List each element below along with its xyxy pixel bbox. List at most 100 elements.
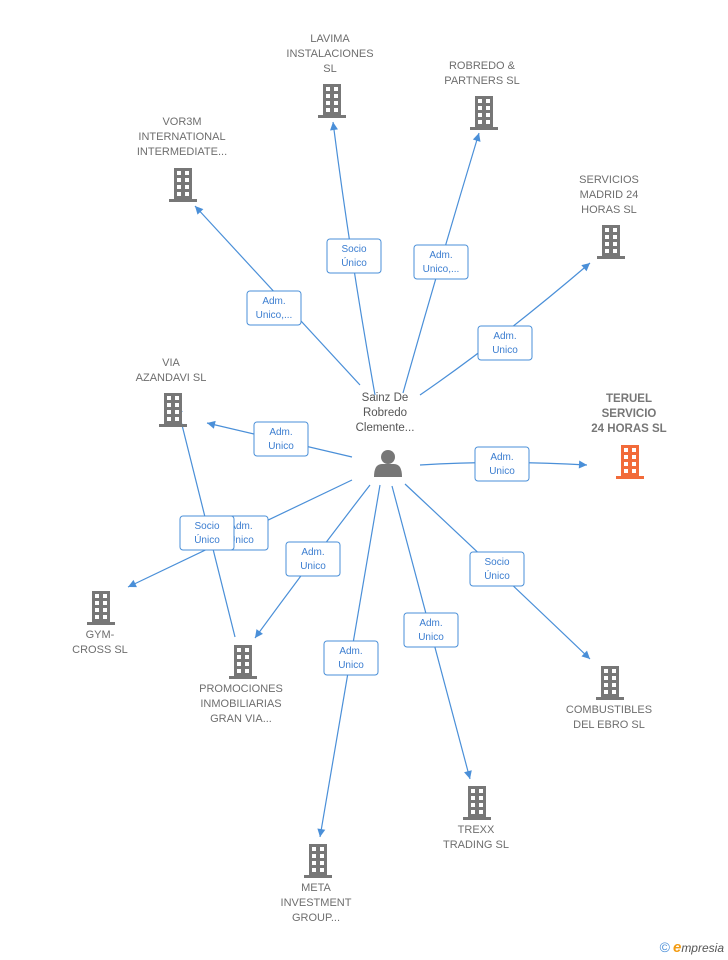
company-name-line: PARTNERS SL: [444, 75, 519, 87]
edge-arrow-teruel: [578, 460, 587, 469]
building-icon: [318, 84, 346, 118]
company-name-line: TERUEL: [606, 393, 652, 405]
company-name-line: ROBREDO &: [449, 60, 516, 72]
company-node-servicios[interactable]: SERVICIOS MADRID 24 HORAS SL: [579, 174, 639, 259]
edge-label-meta[interactable]: Adm. Unico: [323, 640, 379, 676]
person-name-line: Clemente...: [356, 422, 415, 434]
person-node-center[interactable]: Sainz De RobredoClemente...: [356, 392, 415, 477]
edge-label-teruel[interactable]: Adm. Unico: [474, 446, 530, 482]
edge-label-box: [474, 446, 530, 482]
edge-label-text: Socio: [194, 521, 219, 532]
company-name-line: LAVIMA: [310, 33, 350, 45]
building-icon: [229, 645, 257, 679]
person-name-line: Sainz De: [362, 392, 409, 404]
edge-arrow-via: [207, 420, 216, 429]
edge-arrow-meta: [317, 828, 326, 837]
edge-label-box: [323, 640, 379, 676]
company-name-line: 24 HORAS SL: [591, 423, 666, 435]
company-name-line: SERVICIO: [602, 408, 657, 420]
company-name-line: SERVICIOS: [579, 174, 639, 186]
edge-label-servicios[interactable]: Adm.Unico: [477, 325, 533, 361]
edge-label-text: Unico: [300, 561, 326, 572]
edge-label-text: Unico: [228, 535, 254, 546]
edge-label-box: [246, 290, 302, 326]
building-icon: [596, 666, 624, 700]
person-name-line: Robredo: [363, 407, 407, 419]
company-node-via[interactable]: VIA AZANDAVI SL: [136, 357, 207, 427]
edge-label-trexx[interactable]: Adm.Unico: [403, 612, 459, 648]
edge-arrow-promociones: [255, 629, 263, 638]
company-name-line: TREXX: [458, 824, 495, 836]
company-node-meta[interactable]: META INVESTMENT GROUP...: [281, 844, 352, 924]
edge-arrow-combustibles: [581, 650, 590, 659]
edge-label-text: Único: [484, 569, 510, 582]
edge-label-text: Socio: [341, 244, 366, 255]
company-name-line: INSTALACIONES: [286, 48, 373, 60]
company-name-line: VIA: [162, 357, 180, 369]
edge-label-text: Adm.: [269, 427, 292, 438]
company-name-line: SL: [323, 63, 336, 75]
company-name-line: META: [301, 882, 331, 894]
company-name-line: MADRID 24: [580, 189, 639, 201]
brand-logo-text: mpresia: [681, 941, 724, 955]
building-icon: [159, 393, 187, 427]
company-node-trexx[interactable]: TREXX TRADING SL: [443, 786, 509, 851]
company-name-line: CROSS SL: [72, 644, 128, 656]
company-name-line: GROUP...: [292, 912, 340, 924]
company-name-line: GYM-: [86, 629, 115, 641]
edge-arrow-vor3m: [195, 206, 204, 215]
company-node-robredo[interactable]: ROBREDO & PARTNERS SL: [444, 60, 520, 130]
copyright-icon: ©: [659, 939, 670, 955]
edge-arrow-servicios: [581, 263, 590, 272]
edge-label-robredo[interactable]: Adm.Unico,...: [413, 244, 469, 280]
building-icon: [463, 786, 491, 820]
edge-label-promociones[interactable]: Adm. Unico: [285, 541, 341, 577]
edge-label-text: Adm.: [429, 250, 452, 261]
company-name-line: AZANDAVI SL: [136, 372, 207, 384]
edge-arrow-robredo: [472, 133, 481, 142]
brand-logo-initial: e: [672, 939, 682, 956]
edge-label-text: Unico: [489, 466, 515, 477]
edge-label-box: [469, 551, 525, 587]
edge-label-box: [477, 325, 533, 361]
building-icon: [304, 844, 332, 878]
edge-label-vor3m[interactable]: Adm.Unico,...: [246, 290, 302, 326]
building-icon: [597, 225, 625, 259]
company-name-line: COMBUSTIBLES: [566, 704, 652, 716]
company-name-line: INMOBILIARIAS: [200, 698, 281, 710]
company-name-line: INTERMEDIATE...: [137, 146, 227, 158]
company-name-line: HORAS SL: [581, 204, 637, 216]
company-node-vor3m[interactable]: VOR3MINTERNATIONALINTERMEDIATE...: [137, 116, 227, 202]
edge-label-text: Adm.: [339, 646, 362, 657]
footer-brand[interactable]: ©empresia: [660, 939, 724, 956]
edge-label-text: Unico: [418, 632, 444, 643]
edge-arrow-lavima: [330, 122, 338, 131]
edge-label-via[interactable]: Adm. Unico: [253, 421, 309, 457]
person-icon: [374, 450, 402, 477]
edge-label-box: [413, 244, 469, 280]
building-icon: [169, 168, 197, 202]
edge-arrow-trexx: [464, 770, 472, 779]
company-name-line: TRADING SL: [443, 839, 509, 851]
edge-label-box: [285, 541, 341, 577]
edge-label-text: Socio: [484, 557, 509, 568]
edge-label-text: Adm.: [493, 331, 516, 342]
building-icon: [87, 591, 115, 625]
edge-label-box: [326, 238, 382, 274]
edge-label-box: [253, 421, 309, 457]
company-node-teruel[interactable]: TERUEL SERVICIO 24 HORAS SL: [591, 393, 667, 479]
company-node-gym[interactable]: GYM- CROSS SL: [72, 591, 128, 656]
edge-label-text: Adm.: [490, 452, 513, 463]
edge-label-text: Adm.: [301, 547, 324, 558]
edge-label-text: Unico: [338, 660, 364, 671]
edge-label-text: Unico,...: [256, 310, 293, 321]
company-name-line: INVESTMENT: [281, 897, 352, 909]
company-node-lavima[interactable]: LAVIMA INSTALACIONES SL: [286, 33, 374, 118]
edge-label-text: Unico: [268, 441, 294, 452]
